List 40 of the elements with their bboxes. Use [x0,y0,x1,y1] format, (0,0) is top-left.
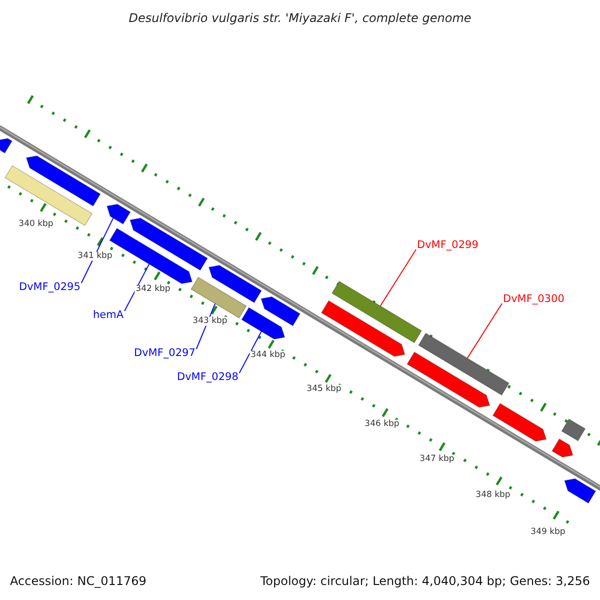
scale-label: 342 kbp [134,284,172,294]
genome-summary-text: Topology: circular; Length: 4,040,304 bp; Genes: 3,256 [260,575,590,587]
gene-bar [406,352,490,408]
gene-bar [4,165,93,226]
gene-bar [418,332,510,396]
title: Desulfovibrio vulgaris str. 'Miyazaki F', complete genome [128,12,472,24]
scale-label: 348 kbp [474,490,512,500]
gene-bar [561,418,586,442]
scale-label: 349 kbp [530,528,566,536]
gene-bar [331,280,422,344]
gene-label: DvMF_0300 [503,294,564,304]
scale-label: 343 kbp [192,316,228,326]
gene-bar [564,478,596,504]
gene-bar [0,138,13,154]
gene-bar [130,218,208,271]
leader-line [380,249,416,306]
gene-bar [320,300,406,357]
gene-bar [260,296,301,326]
gene-bar [106,204,131,225]
leader-line [80,218,114,284]
leader-line [466,303,502,359]
accession-text: Accession: NC_011769 [10,575,146,587]
scale-label: 341 kbp [76,252,114,260]
scale-label: 346 kbp [364,420,400,428]
leader-line [238,330,262,374]
gene-bar [208,264,262,304]
gene-bar [26,155,101,207]
gene-label: DvMF_0297 [134,348,196,358]
scale-label: 347 kbp [418,454,456,464]
scale-label: 340 kbp [18,220,54,228]
gene-label: DvMF_0295 [19,282,80,292]
gene-label: DvMF_0299 [417,240,478,250]
leader-line [124,264,150,312]
gene-label: hemA [93,310,124,320]
gene-bar [552,438,574,458]
gene-bar [492,402,547,442]
gene-bar [241,307,286,340]
scale-label: 344 kbp [250,350,286,360]
scale-label: 345 kbp [306,384,342,394]
gene-label: DvMF_0298 [177,372,238,382]
